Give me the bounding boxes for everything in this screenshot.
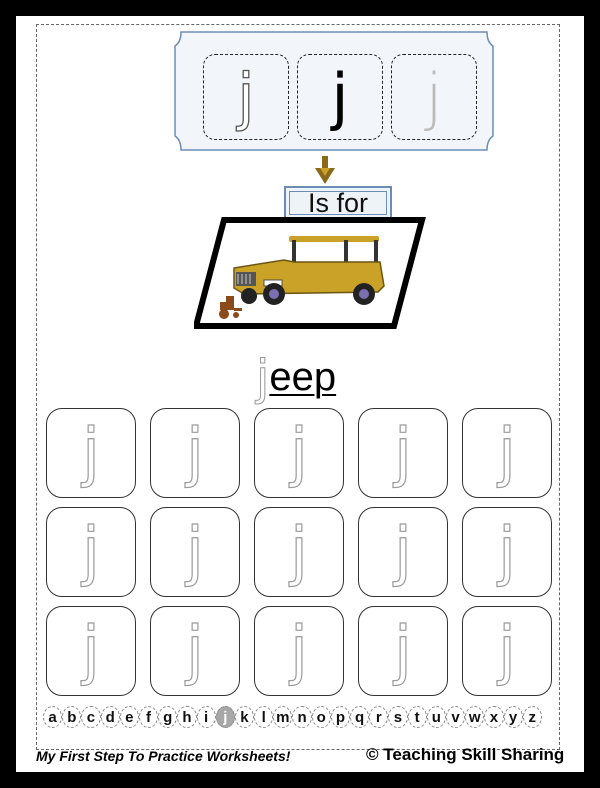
trace-cell[interactable]: j	[46, 606, 136, 696]
alphabet-letter: i	[196, 706, 216, 728]
alphabet-letter: a	[43, 706, 63, 728]
trace-cell[interactable]: j	[254, 606, 344, 696]
alphabet-letter: b	[62, 706, 82, 728]
letter-faint-box: j	[391, 54, 477, 140]
alphabet-letter: x	[484, 706, 504, 728]
is-for-label: Is for	[284, 186, 392, 220]
alphabet-letter: w	[465, 706, 485, 728]
alphabet-letter: f	[138, 706, 159, 728]
word-rest: eep	[269, 355, 337, 399]
trace-cell[interactable]: j	[358, 606, 448, 696]
jeep-picture	[194, 217, 426, 329]
alphabet-strip: a b c d e f g h i j k l m n o p q r s t …	[43, 706, 542, 728]
alphabet-letter: h	[177, 706, 197, 728]
tractor-icon	[219, 296, 242, 319]
trace-cell[interactable]: j	[46, 507, 136, 597]
alphabet-letter: s	[388, 706, 408, 728]
alphabet-letter: c	[81, 706, 101, 728]
word-jeep: jeep	[255, 350, 337, 410]
alphabet-letter: d	[100, 706, 120, 728]
alphabet-letter: p	[330, 706, 350, 728]
word-first-letter: j	[255, 350, 270, 407]
trace-cell[interactable]: j	[462, 507, 552, 597]
trace-cell[interactable]: j	[254, 507, 344, 597]
trace-cell[interactable]: j	[358, 507, 448, 597]
trace-cell[interactable]: j	[150, 606, 240, 696]
alphabet-letter: q	[350, 706, 370, 728]
alphabet-letter: l	[254, 706, 274, 728]
down-arrow-icon	[315, 156, 335, 184]
dashed-border	[36, 24, 560, 750]
alphabet-letter: o	[311, 706, 331, 728]
alphabet-letter: e	[119, 706, 139, 728]
trace-cell[interactable]: j	[254, 408, 344, 498]
trace-cell[interactable]: j	[358, 408, 448, 498]
is-for-text: Is for	[307, 187, 368, 218]
alphabet-letter: g	[158, 706, 178, 728]
trace-cell[interactable]: j	[46, 408, 136, 498]
alphabet-letter: z	[522, 706, 542, 728]
trace-cell[interactable]: j	[150, 408, 240, 498]
alphabet-letter: k	[234, 706, 255, 728]
alphabet-letter: n	[292, 706, 312, 728]
jeep-image	[233, 236, 385, 305]
trace-cell[interactable]: j	[462, 606, 552, 696]
letter-solid-box: j	[297, 54, 383, 140]
letter-banner: j j j	[171, 28, 497, 154]
footer-copyright: © Teaching Skill Sharing	[366, 745, 565, 764]
tracing-grid: j j j j j j j j j j j j j j j	[46, 408, 552, 696]
worksheet-page: j j j Is for	[16, 16, 584, 772]
alphabet-letter: u	[426, 706, 446, 728]
banner-frame	[174, 31, 494, 151]
alphabet-letter-active: j	[215, 706, 235, 728]
letter-outline-box: j	[203, 54, 289, 140]
footer-series-title: My First Step To Practice Worksheets!	[36, 748, 291, 764]
trace-cell[interactable]: j	[150, 507, 240, 597]
alphabet-letter: y	[503, 706, 523, 728]
alphabet-letter: m	[273, 706, 293, 728]
alphabet-letter: t	[407, 706, 427, 728]
is-for-inner-border	[289, 191, 387, 215]
alphabet-letter: v	[445, 706, 466, 728]
trace-cell[interactable]: j	[462, 408, 552, 498]
alphabet-letter: r	[369, 706, 389, 728]
